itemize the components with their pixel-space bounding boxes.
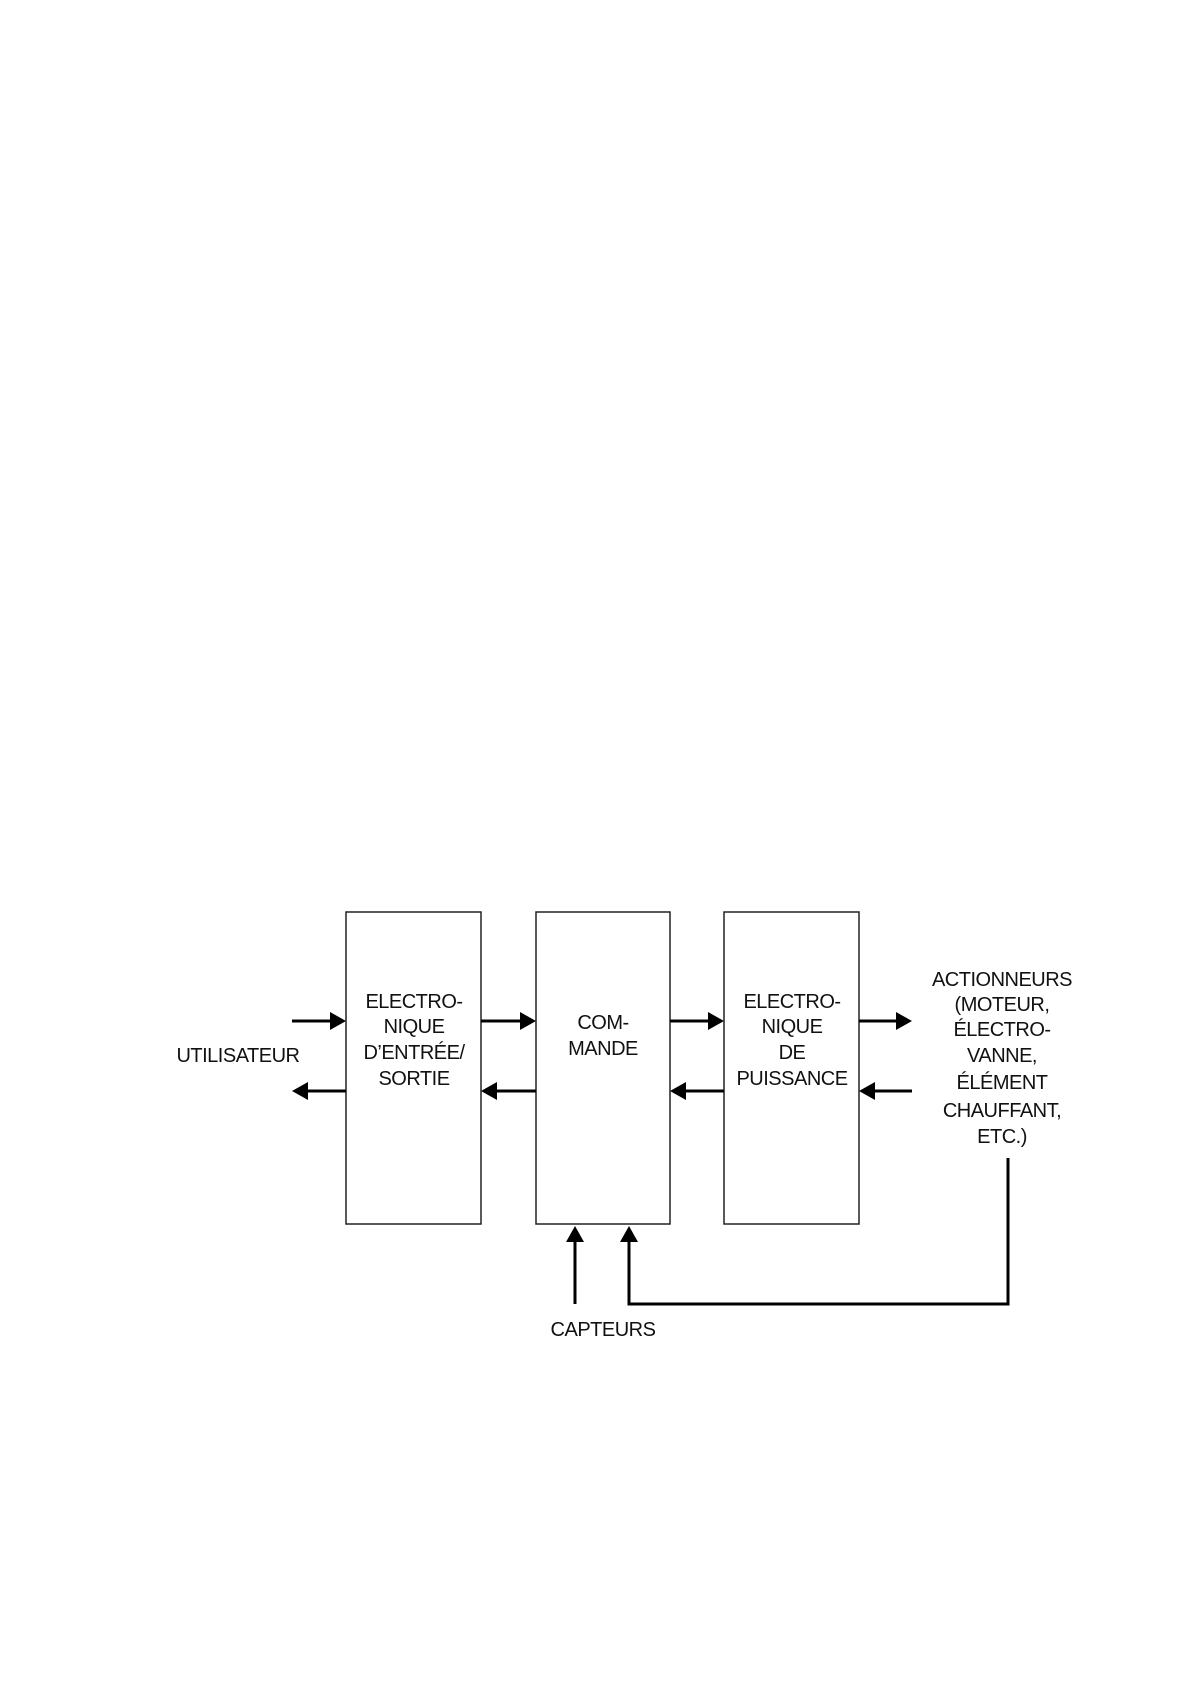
text-line: ELECTRO- [743,991,840,1013]
block-power-electronics [723,911,860,1225]
utilisateur-label: UTILISATEUR [176,1045,299,1067]
arrow-commande-to-power [670,1012,724,1030]
text-line: NIQUE [762,1016,823,1038]
text-line: MANDE [568,1038,638,1060]
text-line: VANNE, [967,1045,1037,1067]
text-line: ÉLÉMENT [957,1071,1048,1094]
text-line: DE [779,1042,806,1064]
capteurs-label: CAPTEURS [551,1319,656,1341]
text-line: PUISSANCE [736,1068,847,1090]
actionneurs-label: ACTIONNEURS (MOTEUR, ÉLECTRO- VANNE, ÉLÉ… [932,969,1073,1148]
text-line: ETC.) [977,1126,1027,1148]
arrow-actuators-to-power [859,1082,912,1100]
block-io-label: ELECTRO- NIQUE D’ENTRÉE/ SORTIE [363,991,466,1090]
text-line: ACTIONNEURS [932,969,1072,991]
arrow-power-to-actuators [859,1012,912,1030]
block-io-electronics [345,911,482,1225]
text-line: COM- [577,1012,628,1034]
text-line: D’ENTRÉE/ [363,1041,465,1064]
arrow-io-to-commande [481,1012,536,1030]
text-line: (MOTEUR, [955,994,1050,1016]
block-commande-label: COM- MANDE [568,1012,638,1060]
text-line: ELECTRO- [365,991,462,1013]
arrow-power-to-commande [670,1082,724,1100]
block-puissance-label: ELECTRO- NIQUE DE PUISSANCE [736,991,848,1090]
arrow-user-to-io [292,1012,346,1030]
text-line: SORTIE [378,1068,449,1090]
arrow-feedback-actuators-to-commande [620,1158,1010,1306]
text-line: ÉLECTRO- [953,1018,1050,1041]
arrow-commande-to-io [481,1082,536,1100]
block-commande [535,911,671,1225]
arrow-sensors-to-commande [566,1226,584,1304]
text-line: CHAUFFANT, [943,1100,1061,1122]
arrow-io-to-user [292,1082,346,1100]
text-line: NIQUE [384,1016,445,1038]
